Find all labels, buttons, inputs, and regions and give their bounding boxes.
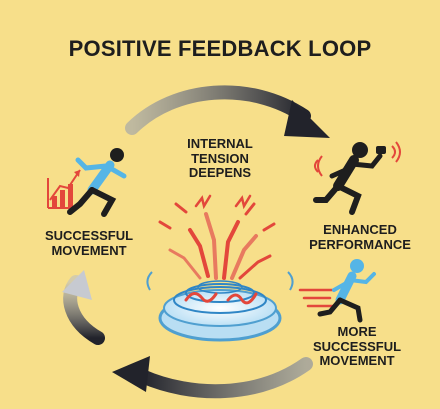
loop-arrow-top [125,85,330,138]
label-left-line1: SUCCESSFUL [44,228,134,243]
label-internal-tension: INTERNAL TENSION DEEPENS [170,136,270,181]
label-bottom-line1: MORE [337,324,377,339]
loop-arrow-bottom [112,356,313,399]
label-internal-line3: DEEPENS [188,165,252,181]
label-enhanced-performance: ENHANCED PERFORMANCE [300,222,420,252]
label-internal-line2: TENSION [191,150,249,166]
label-successful-movement: SUCCESSFUL MOVEMENT [34,228,144,258]
label-more-successful-movement: MORE SUCCESSFUL MOVEMENT [292,324,422,369]
tension-basin-icon [146,194,294,342]
label-right-line1: ENHANCED [323,222,397,237]
label-right-line2: PERFORMANCE [309,236,411,252]
label-left-line2: MOVEMENT [51,242,127,258]
diagram-title: POSITIVE FEEDBACK LOOP [68,36,372,61]
runner-dumbbell-icon [313,141,401,215]
label-internal-line1: INTERNAL [187,136,253,151]
runner-chart-icon [47,148,127,217]
label-bottom-line3: MOVEMENT [319,353,395,369]
loop-arrow-left [62,270,105,345]
label-bottom-line2: SUCCESSFUL [312,338,402,354]
runner-speed-icon [298,259,376,323]
